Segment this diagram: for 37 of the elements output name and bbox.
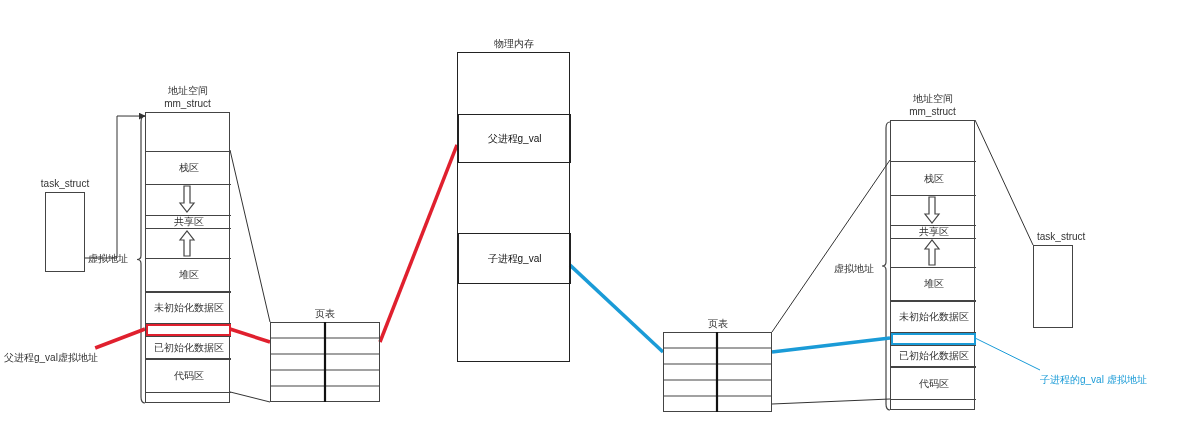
connector-line <box>771 159 891 333</box>
connector-line <box>229 391 271 403</box>
segment-label: 已初始化数据区 <box>153 340 224 355</box>
column-heading: 地址空间 mm_struct <box>163 84 212 110</box>
connector-line <box>771 336 891 354</box>
segment-label: 堆区 <box>178 268 199 282</box>
segment-label: 子进程g_val <box>487 251 542 266</box>
column-heading: 地址空间 mm_struct <box>908 92 957 118</box>
table-heading: 页表 <box>706 316 729 330</box>
segment-label: 已初始化数据区 <box>898 349 969 363</box>
leader-line <box>94 327 146 350</box>
segment-label: 未初始化数据区 <box>153 301 224 315</box>
segment-label: 共享区 <box>918 225 949 239</box>
column-heading: 物理内存 <box>492 36 535 50</box>
leader-line <box>974 337 1041 371</box>
brace-label: 虚拟地址 <box>834 262 874 276</box>
connector-line <box>378 144 459 343</box>
segment-label: 堆区 <box>923 277 944 291</box>
segment-label: 未初始化数据区 <box>898 310 969 324</box>
segment-label: 栈区 <box>178 161 199 175</box>
connector-line <box>229 149 271 323</box>
struct-label: task_struct <box>39 176 91 190</box>
annotation-label: 父进程g_val虚拟地址 <box>4 351 98 365</box>
brace-label: 虚拟地址 <box>88 252 128 266</box>
annotation-label: 子进程的g_val 虚拟地址 <box>1040 373 1147 387</box>
segment-label: 代码区 <box>173 369 204 383</box>
connector-line <box>771 398 891 405</box>
connector-line <box>229 327 271 344</box>
connector-line <box>568 263 665 354</box>
segment-label: 父进程g_val <box>487 131 542 146</box>
table-heading: 页表 <box>314 306 336 320</box>
arrow <box>84 112 146 259</box>
struct-label: task_struct <box>1037 229 1087 243</box>
connector-line <box>974 119 1034 246</box>
segment-label: 代码区 <box>918 376 949 391</box>
segment-label: 共享区 <box>173 215 204 229</box>
segment-label: 栈区 <box>923 171 944 186</box>
